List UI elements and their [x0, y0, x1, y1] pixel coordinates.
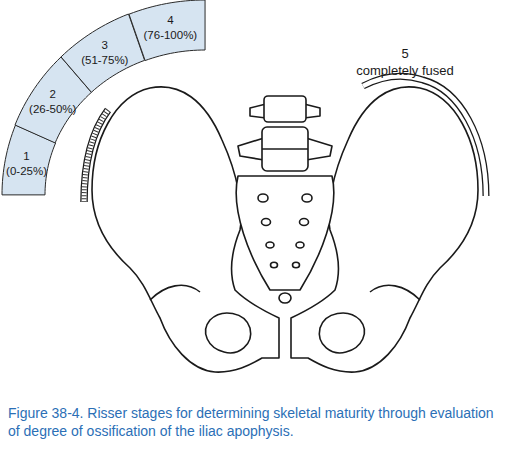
stage-percent: (0-25%)	[6, 164, 47, 179]
stage-number: 1	[6, 149, 47, 164]
band-text-group: 3(51-75%)	[81, 38, 128, 68]
band-text-group: 1(0-25%)	[6, 149, 47, 179]
stage-band: 4(76-100%)	[129, 0, 205, 61]
stage-percent: (26-50%)	[29, 102, 76, 117]
stage-percent: (51-75%)	[81, 53, 128, 68]
band-shape	[129, 0, 205, 61]
band-text-group: 4(76-100%)	[144, 13, 198, 43]
stage-percent: (76-100%)	[144, 28, 198, 43]
stage-number: 3	[81, 38, 128, 53]
stage-number: 4	[144, 13, 198, 28]
stage-description: completely fused	[356, 63, 454, 78]
stage-number: 2	[29, 87, 76, 102]
figure-caption: Figure 38-4. Risser stages for determini…	[8, 404, 504, 440]
stage-number: 5	[401, 46, 408, 61]
band-text-group: 2(26-50%)	[29, 87, 76, 117]
